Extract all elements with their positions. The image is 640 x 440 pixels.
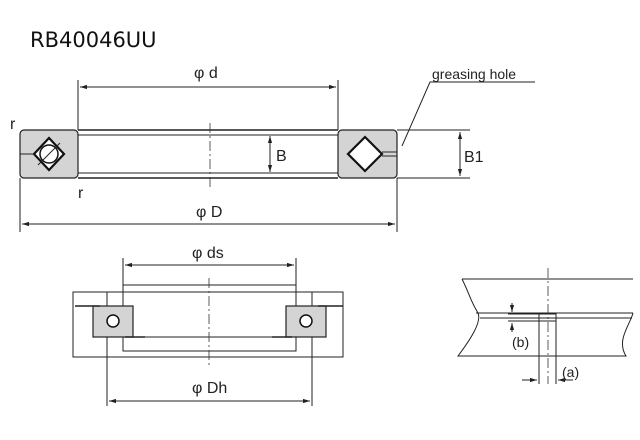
hole-mark <box>538 313 557 322</box>
inner-diameter-label: φ d <box>194 65 218 82</box>
label-b: (b) <box>512 334 529 350</box>
mounting-view: φ ds φ Dh <box>72 245 344 406</box>
shaft-diameter-label: φ ds <box>192 245 224 262</box>
housing-diameter-label: φ Dh <box>192 380 227 397</box>
width1-label: B1 <box>464 149 484 166</box>
outer-diameter-label: φ D <box>196 204 222 221</box>
greasing-hole-detail: (b) (a) <box>457 268 634 384</box>
width-label: B <box>276 148 287 165</box>
bearing-section-view: φ d φ D B B1 r r greasing hole <box>10 65 535 232</box>
shaft-outline <box>122 284 297 338</box>
label-a: (a) <box>562 364 579 380</box>
page-title: RB40046UU <box>30 28 157 52</box>
radius-label-top: r <box>10 116 16 133</box>
roller-right <box>346 135 384 173</box>
greasing-hole-label: greasing hole <box>432 66 516 82</box>
greasing-hole-leader <box>401 81 535 147</box>
housing-outline <box>72 291 344 358</box>
radius-label-bottom: r <box>78 185 84 202</box>
